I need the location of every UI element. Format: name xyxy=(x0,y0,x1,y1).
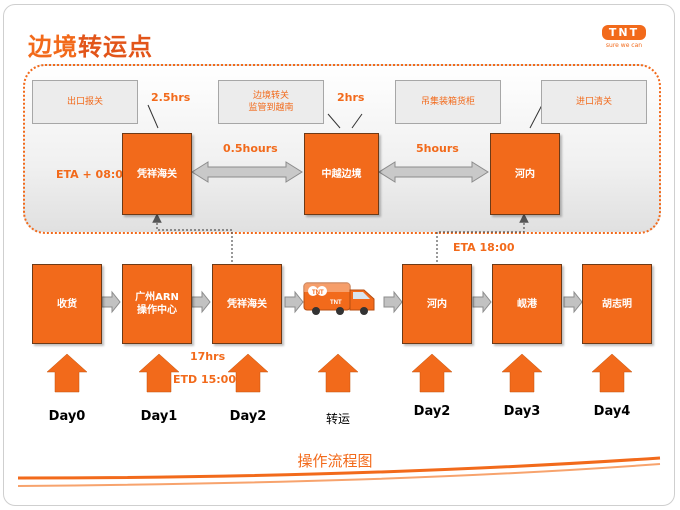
day-label-2: Day2 xyxy=(229,409,267,424)
day-label-4: Day2 xyxy=(413,404,451,419)
import-customs-box: 进口清关 xyxy=(541,80,647,124)
truck-icon xyxy=(303,282,375,315)
truck-side-text: TNT xyxy=(330,300,342,306)
day-label-6: Day4 xyxy=(593,404,631,419)
footer-swoosh-2 xyxy=(17,463,661,487)
flow-arrow-3 xyxy=(284,290,304,314)
crane-loading-box: 吊集装箱货柜 xyxy=(395,80,501,124)
node-hanoi-bottom: 河内 xyxy=(402,264,472,344)
up-arrow-transit xyxy=(317,353,359,393)
node-haiphong: 岘港 xyxy=(492,264,562,344)
node-receive: 收货 xyxy=(32,264,102,344)
time-0-5hours: 0.5hours xyxy=(223,142,278,155)
pointer-line-4 xyxy=(529,104,543,129)
node-guangzhou-arn: 广州ARN 操作中心 xyxy=(122,264,192,344)
title-part-1: 边境 xyxy=(28,33,78,61)
dotted-connector-left xyxy=(152,213,233,262)
border-transfer-box: 边境转关 监管到越南 xyxy=(218,80,324,124)
node-china-vietnam-border: 中越边境 xyxy=(304,133,379,215)
node-hcmc: 胡志明 xyxy=(582,264,652,344)
eta-1800: ETA 18:00 xyxy=(453,241,515,254)
up-arrow-day4 xyxy=(591,353,633,393)
time-2hrs: 2hrs xyxy=(337,91,365,104)
double-arrow-1 xyxy=(191,161,303,183)
dotted-connector-right xyxy=(436,213,529,262)
up-arrow-day2a xyxy=(227,353,269,393)
footer-swoosh-1 xyxy=(17,456,661,480)
tnt-logo: TNT sure we can xyxy=(602,25,646,55)
title-part-2: 转运点 xyxy=(78,33,153,61)
day-label-5: Day3 xyxy=(503,404,541,419)
pointer-line-1 xyxy=(147,104,159,129)
up-arrow-day2b xyxy=(411,353,453,393)
node-hanoi-top: 河内 xyxy=(490,133,560,215)
up-arrow-day1 xyxy=(138,353,180,393)
up-arrow-day0 xyxy=(46,353,88,393)
export-customs-box: 出口报关 xyxy=(32,80,138,124)
time-2-5hrs: 2.5hrs xyxy=(151,91,191,104)
truck-badge-text: TNT xyxy=(312,290,324,296)
node-pingxiang-customs-top: 凭祥海关 xyxy=(122,133,192,215)
etd-1500: ETD 15:00 xyxy=(173,373,236,386)
time-5hours: 5hours xyxy=(416,142,459,155)
logo-slogan: sure we can xyxy=(605,42,643,49)
eta-0800: ETA + 08:00 xyxy=(56,168,131,181)
day-label-1: Day1 xyxy=(140,409,178,424)
flow-arrow-6 xyxy=(563,290,583,314)
day-label-transit: 转运 xyxy=(325,412,350,426)
slide-title: 边境转运点 xyxy=(28,27,153,62)
flow-arrow-1 xyxy=(101,290,121,314)
up-arrow-day3 xyxy=(501,353,543,393)
day-label-0: Day0 xyxy=(48,409,86,424)
flow-arrow-5 xyxy=(472,290,492,314)
time-17hrs: 17hrs xyxy=(190,350,226,363)
double-arrow-2 xyxy=(378,161,489,183)
node-pingxiang-customs-bottom: 凭祥海关 xyxy=(212,264,282,344)
flow-chart-caption: 操作流程图 xyxy=(297,452,373,470)
pointer-line-3 xyxy=(351,113,363,129)
flow-arrow-4 xyxy=(383,290,403,314)
logo-mark: TNT xyxy=(602,25,646,40)
pointer-line-2 xyxy=(327,113,341,129)
flow-arrow-2 xyxy=(191,290,211,314)
